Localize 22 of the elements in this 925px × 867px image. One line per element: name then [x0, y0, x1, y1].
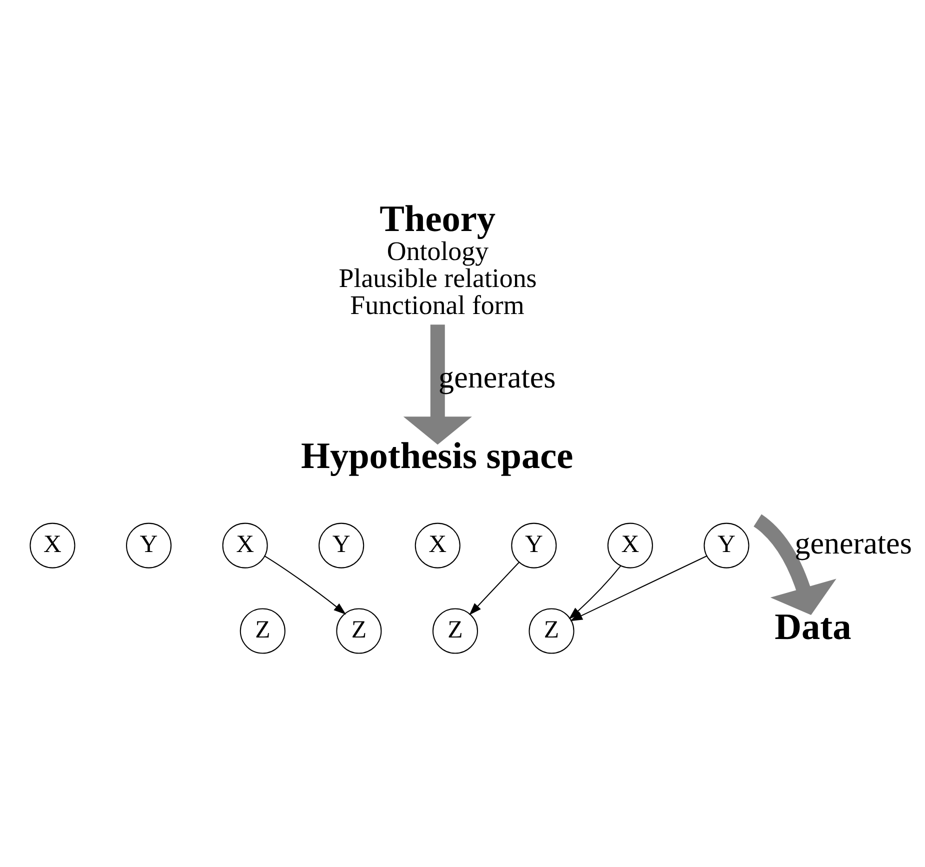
node-circle: Z: [528, 608, 574, 654]
node-text: Theory Ontology Plausible relations Functional form: [338, 198, 536, 320]
edge-label: generates: [794, 524, 912, 560]
arrow: [753, 514, 836, 615]
arrow: [468, 561, 519, 615]
node-circle: Z: [432, 608, 478, 654]
node-circle: Z: [336, 608, 382, 654]
node-circle: Z: [239, 608, 285, 654]
node-circle: Y: [126, 522, 172, 568]
node-circle: X: [414, 522, 460, 568]
node-circle: X: [606, 522, 652, 568]
arrow: [402, 324, 472, 444]
node-circle: X: [29, 522, 75, 568]
node-circle: X: [222, 522, 268, 568]
node-text: Data: [774, 606, 851, 648]
node-circle: Y: [703, 522, 749, 568]
arrow: [570, 555, 706, 621]
node-circle: Y: [510, 522, 556, 568]
edge-label: generates: [438, 359, 556, 394]
node-circle: Y: [318, 522, 364, 568]
arrow: [264, 555, 346, 614]
node-text: Hypothesis space: [300, 436, 573, 477]
